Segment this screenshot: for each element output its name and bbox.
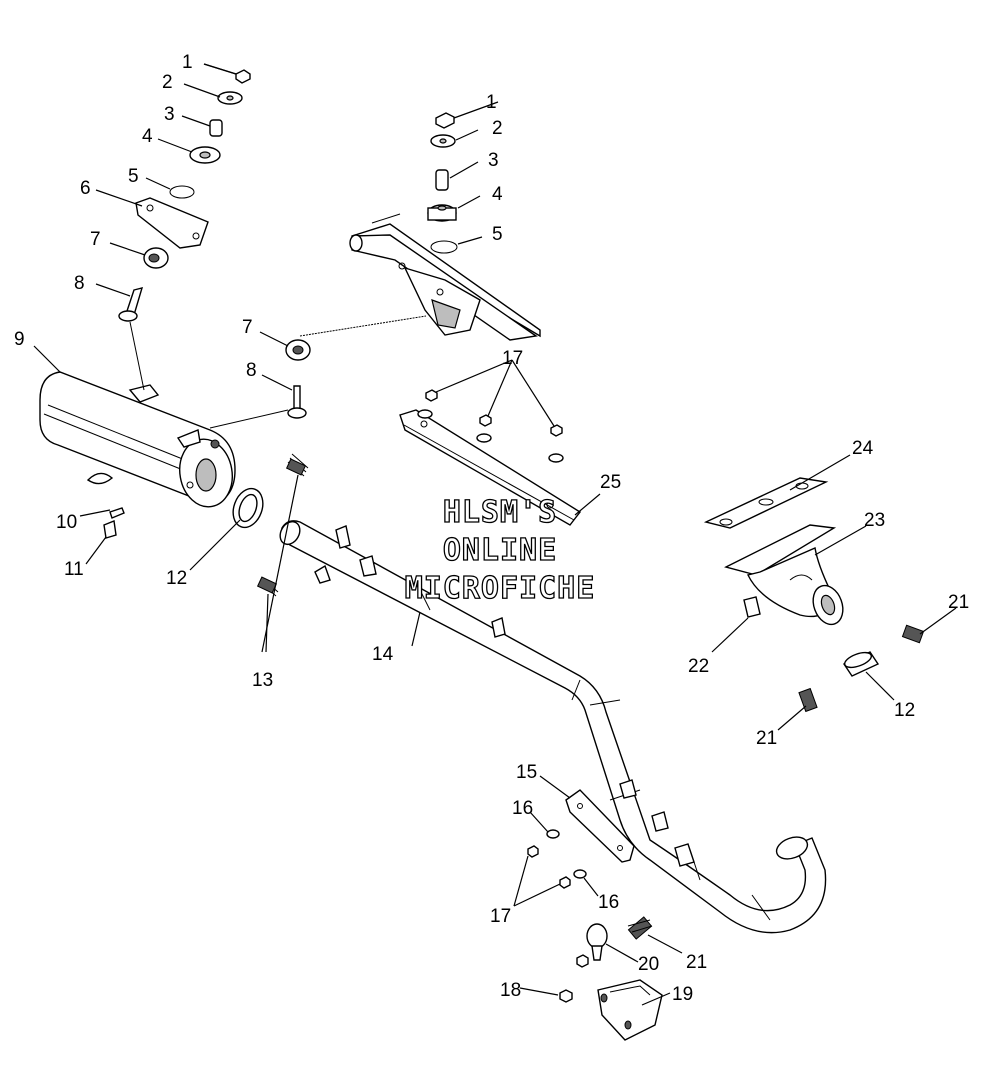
callout-14: 14	[372, 644, 394, 665]
callout-1-right: 1	[486, 92, 497, 113]
callout-9: 9	[14, 329, 25, 350]
callout-3: 3	[164, 104, 175, 125]
watermark: HLSM'S ONLINE MICROFICHE	[404, 494, 596, 606]
callout-7: 7	[90, 229, 101, 250]
spacer-part	[209, 119, 223, 137]
callout-17-top: 17	[502, 348, 523, 369]
nut-part	[527, 845, 539, 858]
callout-12: 12	[166, 568, 187, 589]
bracket-part-19	[597, 979, 663, 1041]
callout-25: 25	[600, 472, 621, 493]
nut-part	[559, 876, 571, 889]
watermark-line-1: HLSM'S	[443, 495, 557, 530]
screw-part	[103, 520, 117, 539]
watermark-line-2: ONLINE	[443, 533, 557, 568]
callout-21-right: 21	[948, 592, 969, 613]
washer-part	[546, 829, 560, 839]
left-mount-stack	[118, 69, 251, 322]
callout-12-right: 12	[894, 700, 915, 721]
exhaust-pipe-part	[279, 520, 827, 934]
callout-17-bottom: 17	[490, 906, 511, 927]
callout-4: 4	[142, 126, 153, 147]
spring-part-21-mid	[798, 687, 818, 713]
callout-15: 15	[516, 762, 537, 783]
callout-19: 19	[672, 984, 693, 1005]
callout-5: 5	[128, 166, 139, 187]
callout-3-right: 3	[488, 150, 499, 171]
clip-part	[109, 507, 125, 519]
o-ring-part	[169, 185, 195, 199]
callout-21-mid: 21	[756, 728, 777, 749]
callout-5-right: 5	[492, 224, 503, 245]
callout-8-center: 8	[246, 360, 257, 381]
nut-part	[235, 69, 251, 84]
callout-labels: 1 2 3 4 5 6 7 8 9 10 11 12 13 1 2 3 4 5 …	[14, 52, 969, 1005]
heat-shield-25	[399, 389, 582, 526]
callout-18: 18	[500, 980, 521, 1001]
callout-21-bottom: 21	[686, 952, 707, 973]
cap-part	[586, 923, 608, 949]
frame-section	[349, 213, 541, 341]
callout-1: 1	[182, 52, 193, 73]
leader-lines	[33, 63, 957, 1006]
callout-7-center: 7	[242, 317, 253, 338]
callout-2: 2	[162, 72, 173, 93]
gasket-part-left	[232, 487, 264, 529]
callout-13: 13	[252, 670, 273, 691]
callout-20: 20	[638, 954, 659, 975]
callout-16-top: 16	[512, 798, 533, 819]
callout-2-right: 2	[492, 118, 503, 139]
watermark-line-3: MICROFICHE	[405, 571, 596, 606]
callout-23: 23	[864, 510, 885, 531]
gasket-part-24	[703, 477, 829, 529]
washer-part	[573, 869, 587, 879]
callout-8: 8	[74, 273, 85, 294]
callout-10: 10	[56, 512, 77, 533]
exhaust-header-part-23	[724, 524, 844, 626]
nut-part	[559, 989, 573, 1003]
gasket-part-12-right	[842, 651, 880, 677]
right-mount-stack	[427, 112, 458, 254]
spring-part-21-bottom	[627, 916, 653, 940]
muffler-part	[39, 371, 236, 508]
callout-24: 24	[852, 438, 874, 459]
heat-shield-part	[565, 789, 635, 863]
stud-part-22	[743, 596, 761, 618]
callout-16-bottom: 16	[598, 892, 619, 913]
bracket-part	[135, 197, 209, 249]
callout-11: 11	[64, 559, 84, 580]
callout-6: 6	[80, 178, 91, 199]
callout-22: 22	[688, 656, 709, 677]
callout-4-right: 4	[492, 184, 503, 205]
nut-part	[435, 112, 455, 129]
spring-part-21-top	[901, 624, 925, 644]
